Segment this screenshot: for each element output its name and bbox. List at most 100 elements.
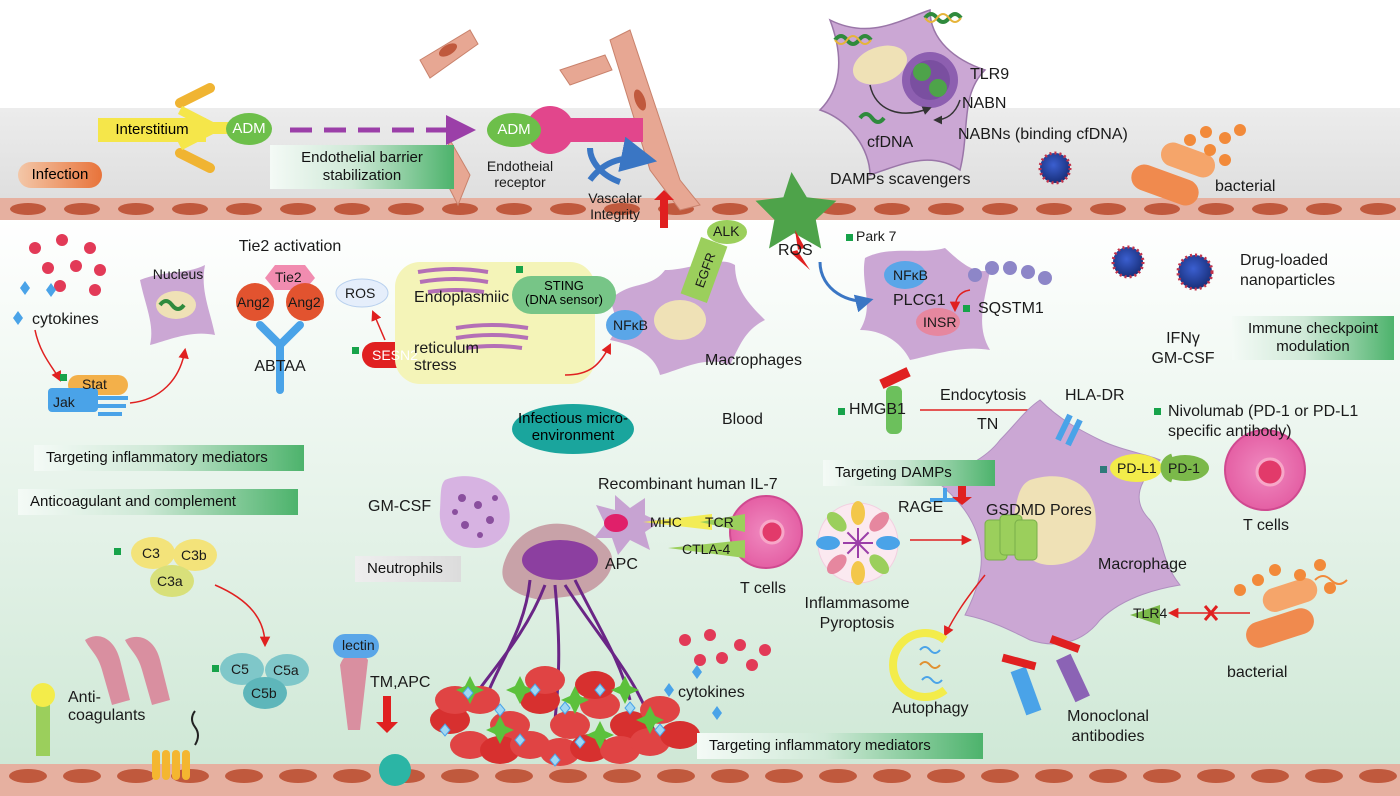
- sting-label: STING (DNA sensor): [512, 276, 616, 314]
- tie2-activation-label: Tie2 activation: [238, 238, 342, 255]
- fibrin-crystal: [549, 753, 561, 767]
- nfkb-middle-label: NFκB: [613, 317, 648, 333]
- inflammasome-subunit: [826, 511, 847, 532]
- endothelial-cell: [280, 203, 316, 215]
- tlr4-label: TLR4: [1133, 605, 1168, 621]
- red-blood-cell: [450, 731, 490, 759]
- ifng-gmcsf-label: IFNγ GM-CSF: [1151, 330, 1215, 367]
- gsdmd-label: GSDMD Pores: [986, 502, 1092, 519]
- inflammasome-subunit: [851, 561, 865, 585]
- endothelial-cell: [982, 203, 1018, 215]
- c3b-label: C3b: [181, 547, 207, 563]
- hmgb1-label: HMGB1: [849, 401, 906, 418]
- marker-park7: [846, 234, 853, 241]
- fibrin-crystal: [514, 733, 526, 747]
- tcr-label: TCR: [705, 514, 734, 530]
- immune-checkpoint-banner: Immune checkpoint modulation: [1232, 316, 1394, 360]
- t-cells-right-label: T cells: [1243, 517, 1289, 534]
- platelet: [611, 676, 639, 704]
- apc-cell: [594, 495, 745, 558]
- endothelial-cell: [549, 769, 587, 783]
- endothelial-cell: [1359, 769, 1397, 783]
- red-blood-cell: [600, 736, 640, 764]
- marker-sting: [516, 266, 523, 273]
- endothelial-cell: [496, 203, 532, 215]
- right-signaling-cell: [755, 172, 1052, 360]
- endothelial-cell: [441, 769, 479, 783]
- monoclonal-label: Monoclonal antibodies: [1067, 708, 1149, 745]
- inflammasome-core-spoke: [846, 531, 859, 544]
- endothelial-cell: [226, 203, 262, 215]
- endocytosis-label: Endocytosis: [940, 387, 1027, 404]
- net-clot: [430, 523, 700, 767]
- adm-left-label: ADM: [226, 113, 272, 145]
- bacterial-bottom-label: bacterial: [1227, 664, 1288, 681]
- monoclonal-antibodies: [1001, 635, 1090, 716]
- marker-sesn2: [352, 347, 359, 354]
- endothelial-cell: [712, 203, 748, 215]
- ang2-right-label: Ang2: [288, 294, 321, 310]
- endothelial-cell: [172, 203, 208, 215]
- nivolumab-label: Nivolumab (PD-1 or PD-L1 specific antibo…: [1168, 403, 1359, 440]
- platelet: [586, 721, 614, 749]
- vascular-integrity-label: Vascalar Integrity: [588, 190, 642, 223]
- endothelial-cell: [874, 203, 910, 215]
- hla-dr-label: HLA-DR: [1065, 387, 1125, 404]
- damps-scavenger-cell: [818, 8, 987, 177]
- autophagy: [889, 629, 948, 701]
- macrophage-right-label: Macrophage: [1098, 556, 1187, 573]
- inflammasome-core-spoke: [846, 542, 859, 555]
- inflammasome-subunit: [816, 536, 840, 550]
- inflammasome-subunit: [869, 554, 890, 575]
- lectin-label: lectin: [342, 637, 375, 653]
- er-stress-label: Endoplasmiic reticulum stress: [414, 289, 510, 374]
- inflammasome-label: Inflammasome Pyroptosis: [804, 595, 910, 632]
- tlr9-label: TLR9: [970, 66, 1010, 83]
- fibrin-crystal: [594, 683, 606, 697]
- tlr4-blocked: [1167, 605, 1250, 621]
- fibrin-crystal: [529, 683, 541, 697]
- nabn-label: NABN: [962, 95, 1007, 112]
- endothelial-cell: [388, 203, 424, 215]
- endothelial-cell: [10, 203, 46, 215]
- ang2-left-label: Ang2: [237, 294, 270, 310]
- platelet: [636, 706, 664, 734]
- tie2-ang2-abtaa: [236, 265, 324, 394]
- cytokines-left-label: cytokines: [32, 311, 99, 328]
- fibrin-crystal: [624, 701, 636, 715]
- cytokine-cluster-bottom: [664, 629, 771, 720]
- platelet: [506, 676, 534, 704]
- fibrin-crystal: [559, 701, 571, 715]
- abtaa-label: ABTAA: [254, 358, 306, 375]
- cytokine-cluster-left: [13, 234, 106, 325]
- anticoagulant-receptors: [31, 636, 170, 756]
- endothelial-cell: [495, 769, 533, 783]
- park7-label: Park 7: [856, 228, 897, 244]
- nabns-label: NABNs (binding cfDNA): [958, 126, 1128, 143]
- inflammasome-subunit: [869, 511, 890, 532]
- red-blood-cell: [540, 738, 580, 766]
- targeting-damps-banner: Targeting DAMPs: [823, 460, 995, 486]
- t-cells-middle-label: T cells: [740, 580, 786, 597]
- inflammasome: [816, 501, 986, 637]
- t-cell-middle: [729, 495, 803, 569]
- fibrin-crystal: [462, 686, 474, 700]
- t-cell-right: [1224, 429, 1306, 511]
- ros-right-label: ROS: [778, 242, 813, 259]
- macrophage-right: [930, 399, 1209, 645]
- cfdna-label: cfDNA: [867, 134, 914, 151]
- endothelial-cell: [1143, 769, 1181, 783]
- complement-c3: [131, 537, 271, 648]
- c5a-label: C5a: [273, 662, 299, 678]
- endothelial-cell: [711, 769, 749, 783]
- endothelial-cell: [765, 769, 803, 783]
- tm-apc-label: TM,APC: [370, 674, 431, 691]
- endothelial-cell: [442, 203, 478, 215]
- targeting-inflammatory-banner-left: Targeting inflammatory mediators: [34, 445, 304, 471]
- recombinant-il7-label: Recombinant human IL-7: [598, 476, 778, 493]
- c3-label: C3: [142, 545, 160, 561]
- nanoparticle-right: [1176, 253, 1214, 291]
- endothelial-cell: [1035, 769, 1073, 783]
- endothelial-cell: [604, 203, 640, 215]
